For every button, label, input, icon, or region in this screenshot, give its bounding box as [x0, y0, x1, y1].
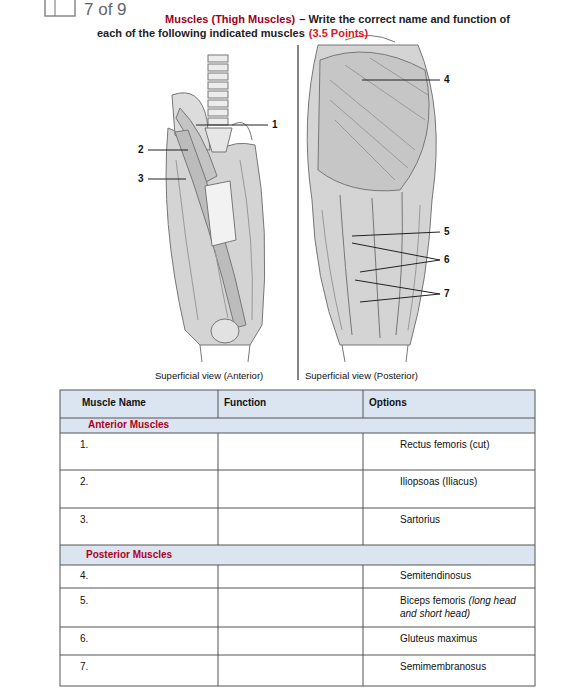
- table-header: Muscle Name: [82, 397, 146, 409]
- answer-table: [60, 390, 535, 686]
- callout-number: 1: [272, 119, 278, 131]
- posterior-thigh-illustration: [307, 35, 436, 362]
- option-text: Iliopsoas (Iliacus): [400, 476, 477, 488]
- page-icon: [45, 0, 75, 16]
- row-number: 7.: [80, 661, 88, 673]
- row-number: 1.: [80, 439, 88, 451]
- page-count: 7 of 9: [84, 0, 127, 20]
- callout-number: 6: [444, 254, 450, 266]
- option-text: Sartorius: [400, 514, 440, 526]
- option-text: Rectus femoris (cut): [400, 439, 489, 451]
- option-text: Semimembranosus: [400, 661, 486, 673]
- points-note: (3.5 Points): [309, 27, 368, 39]
- leader-lines: [148, 80, 440, 302]
- row-number: 2.: [80, 476, 88, 488]
- option-text: Semitendinosus: [400, 570, 471, 582]
- section-heading: Posterior Muscles: [86, 549, 172, 561]
- row-number: 6.: [80, 633, 88, 645]
- option-text: Gluteus maximus: [400, 633, 477, 645]
- view-caption: Superficial view (Anterior): [155, 370, 263, 381]
- table-header: Options: [369, 397, 407, 409]
- view-caption: Superficial view (Posterior): [305, 370, 418, 381]
- callout-number: 3: [138, 173, 144, 185]
- section-heading: Anterior Muscles: [88, 419, 169, 431]
- callout-number: 7: [444, 288, 450, 300]
- callout-number: 2: [138, 144, 144, 156]
- callout-number: 4: [444, 74, 450, 86]
- option-text: Biceps femoris(long head and short head): [400, 595, 528, 620]
- divider-line: [297, 45, 298, 380]
- heading-title: Muscles (Thigh Muscles): [165, 13, 295, 25]
- table-header: Function: [224, 397, 266, 409]
- heading-instruction: – Write the correct name and function of…: [97, 13, 510, 39]
- row-number: 3.: [80, 514, 88, 526]
- row-number: 5.: [80, 595, 88, 607]
- option-text: Biceps femoris: [400, 595, 466, 606]
- row-number: 4.: [80, 570, 88, 582]
- anterior-thigh-illustration: [166, 55, 265, 362]
- worksheet-heading: Muscles (Thigh Muscles)– Write the corre…: [97, 13, 527, 41]
- callout-number: 5: [444, 226, 450, 238]
- page-icon-line: [54, 0, 55, 16]
